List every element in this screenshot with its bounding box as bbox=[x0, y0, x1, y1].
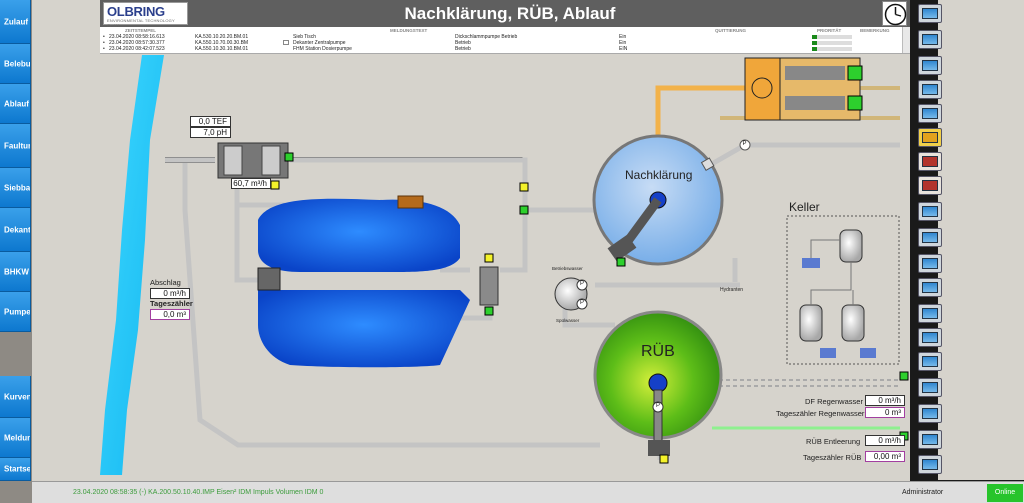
pump-p-bw2: P bbox=[580, 300, 585, 306]
alarm-header-prio: PRIORITÄT bbox=[817, 28, 842, 33]
online-badge: Online bbox=[987, 484, 1023, 502]
pump-p-rueb: P bbox=[656, 403, 661, 409]
df-regen-label: DF Regenwasser bbox=[805, 397, 863, 406]
main-flow-value: 60,7 m³/h bbox=[231, 178, 271, 189]
abschlag-value: 0 m³/h bbox=[150, 288, 190, 299]
screen-icon-13[interactable] bbox=[918, 378, 942, 397]
status-bar: 23.04.2020 08:58:35 (-) KA.200.50.10.40.… bbox=[32, 481, 1024, 503]
clock-icon bbox=[882, 1, 907, 26]
status-message: 23.04.2020 08:58:35 (-) KA.200.50.10.40.… bbox=[73, 489, 324, 496]
right-toolbar-background bbox=[938, 0, 1024, 480]
alarm-header-note: BEMERKUNG bbox=[860, 28, 890, 33]
alarm-list[interactable]: ZEITSTEMPEL MELDUNGSTEXT QUITTIERUNG PRI… bbox=[100, 27, 910, 54]
screen-icon-1[interactable] bbox=[918, 4, 942, 23]
pump-p-nk: P bbox=[742, 141, 747, 147]
nav-meldungen[interactable]: Meldungen bbox=[0, 418, 31, 458]
tz-regen-value: 0 m³ bbox=[865, 407, 905, 418]
alarm-header-text: MELDUNGSTEXT bbox=[390, 28, 428, 33]
df-regen-value: 0 m³/h bbox=[865, 395, 905, 406]
pump-p-bw1: P bbox=[580, 281, 585, 287]
basement-box bbox=[786, 215, 900, 365]
hydranten-label: Hydranten bbox=[720, 287, 744, 293]
screen-icon-10[interactable] bbox=[918, 304, 942, 323]
operator-icon[interactable] bbox=[918, 152, 942, 171]
nav-belebung[interactable]: Belebung bbox=[0, 44, 31, 84]
logo: OLBRING ENVIRONMENTAL TECHNOLOGY GmbH bbox=[103, 2, 188, 28]
helmet-icon[interactable] bbox=[918, 128, 942, 147]
nav-kurven[interactable]: Kurven bbox=[0, 376, 31, 418]
nav-pumpen[interactable]: Pumpen bbox=[0, 292, 31, 332]
screen-icon-6[interactable] bbox=[918, 202, 942, 221]
tef-value: 0,0 TEF bbox=[190, 116, 231, 127]
screen-icon-7[interactable] bbox=[918, 228, 942, 247]
spuelwasser-label: Spülwasser bbox=[556, 318, 580, 323]
clarifier-label: Nachklärung bbox=[625, 168, 693, 182]
screen-icon-3[interactable] bbox=[918, 56, 942, 75]
screen-icon-11[interactable] bbox=[918, 328, 942, 347]
page-title: Nachklärung, RÜB, Ablauf bbox=[404, 4, 616, 23]
rueb-entleerung-label: RÜB Entleerung bbox=[806, 437, 861, 446]
left-navigation: Zulauf Belebung Ablauf Faulturm Siebband… bbox=[0, 0, 32, 503]
screen-icon-14[interactable] bbox=[918, 404, 942, 423]
tageszaehler-label: Tageszähler bbox=[150, 299, 193, 308]
tz-rueb-label: Tageszähler RÜB bbox=[803, 453, 862, 462]
screen-icon-9[interactable] bbox=[918, 278, 942, 297]
betriebswasser-label: Betriebswasser bbox=[552, 266, 583, 271]
alarm-row[interactable]: • 23.04.2020 08:57:30.377 KA.550.10.70.0… bbox=[100, 40, 900, 46]
header-bar: OLBRING ENVIRONMENTAL TECHNOLOGY GmbH Na… bbox=[100, 0, 910, 28]
rueb-entleerung-value: 0 m³/h bbox=[865, 435, 905, 446]
screen-icon-2[interactable] bbox=[918, 30, 942, 49]
pipes-outline bbox=[165, 157, 523, 163]
screen-icon-8[interactable] bbox=[918, 254, 942, 273]
nav-ablauf[interactable]: Ablauf bbox=[0, 84, 31, 124]
nav-faulturm[interactable]: Faulturm bbox=[0, 124, 31, 168]
alarm-header-time: ZEITSTEMPEL bbox=[125, 28, 157, 33]
nav-siebband[interactable]: Siebband bbox=[0, 168, 31, 208]
nav-bhkw[interactable]: BHKW bbox=[0, 252, 31, 292]
screen-icon-12[interactable] bbox=[918, 352, 942, 371]
operator-icon-2[interactable] bbox=[918, 176, 942, 195]
alarm-row[interactable]: • 23.04.2020 08:42:07.523 KA.550.10.30.1… bbox=[100, 46, 900, 52]
ph-value: 7,0 pH bbox=[190, 127, 231, 138]
alarm-row[interactable]: • 23.04.2020 08:58:16.613 KA.530.10.20.2… bbox=[100, 34, 900, 40]
tageszaehler-value: 0,0 m³ bbox=[150, 309, 190, 320]
screen-icon-5[interactable] bbox=[918, 104, 942, 123]
screen-icon-16[interactable] bbox=[918, 455, 942, 474]
tz-regen-label: Tageszähler Regenwasser bbox=[776, 409, 865, 418]
alarm-header-ack: QUITTIERUNG bbox=[715, 28, 746, 33]
nav-startseite[interactable]: Startseite bbox=[0, 458, 31, 481]
aeration-basin bbox=[258, 198, 460, 272]
nav-dekanter[interactable]: Dekanter bbox=[0, 208, 31, 252]
river-shape bbox=[100, 55, 164, 475]
rueb-label: RÜB bbox=[641, 343, 675, 360]
screen-icon-15[interactable] bbox=[918, 430, 942, 449]
alarm-scrollbar[interactable] bbox=[902, 27, 910, 53]
status-user: Administrator bbox=[902, 489, 944, 496]
abschlag-label: Abschlag bbox=[150, 278, 181, 287]
screen-icon-4[interactable] bbox=[918, 80, 942, 99]
tz-rueb-value: 0,00 m³ bbox=[865, 451, 905, 462]
nav-zulauf[interactable]: Zulauf bbox=[0, 0, 31, 44]
keller-label: Keller bbox=[789, 200, 820, 214]
